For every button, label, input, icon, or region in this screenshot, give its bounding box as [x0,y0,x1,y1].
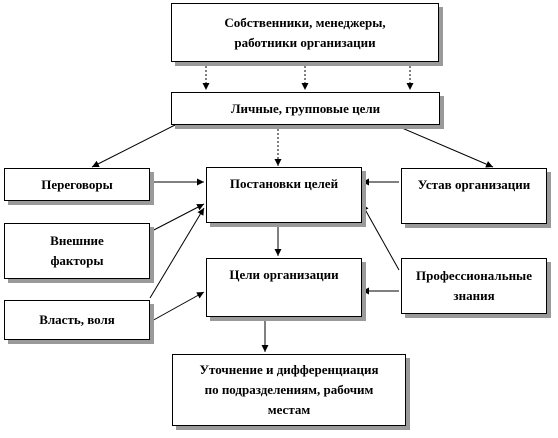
goal-setting-label: Постановки целей [229,176,339,191]
negotiations-label: Переговоры [41,176,113,192]
arrow-power-to-goal-setting [149,207,205,299]
owners-line-2: работники организации [234,34,376,50]
refinement-box: Уточнение и дифференциация по подразделе… [172,354,406,426]
refinement-line-3: местам [267,402,311,417]
org-goals-label: Цели организации [229,267,339,282]
professional-knowledge-line-1: Профессиональные [416,268,532,283]
negotiations-box: Переговоры [4,168,150,201]
arrow-knowledge-to-goal-setting [361,203,400,271]
professional-knowledge-box: Профессиональные знания [401,258,547,314]
owners-line-1: Собственники, менеджеры, [224,14,386,30]
external-factors-line-2: факторы [50,253,104,268]
charter-label: Устав организации [417,177,531,192]
arrow-external-to-goal-setting [149,203,205,233]
goal-setting-box: Постановки целей [206,167,362,223]
arrow-power-to-org-goals [149,291,205,323]
arrow-goals-to-charter [394,124,494,168]
charter-box: Устав организации [401,168,547,224]
power-will-label: Власть, воля [39,312,115,327]
arrow-goals-to-negotiations [91,124,176,168]
external-factors-box: Внешние факторы [4,223,150,279]
owners-box: Собственники, менеджеры, работники орган… [171,3,439,62]
personal-goals-label: Личные, групповые цели [230,100,381,116]
org-goals-box: Цели организации [206,258,362,317]
power-will-box: Власть, воля [4,300,150,340]
professional-knowledge-line-2: знания [453,288,495,303]
refinement-line-1: Уточнение и дифференциация [199,362,379,377]
external-factors-line-1: Внешние [50,233,104,248]
personal-goals-box: Личные, групповые цели [171,92,440,125]
refinement-line-2: по подразделениям, рабочим [204,382,374,397]
